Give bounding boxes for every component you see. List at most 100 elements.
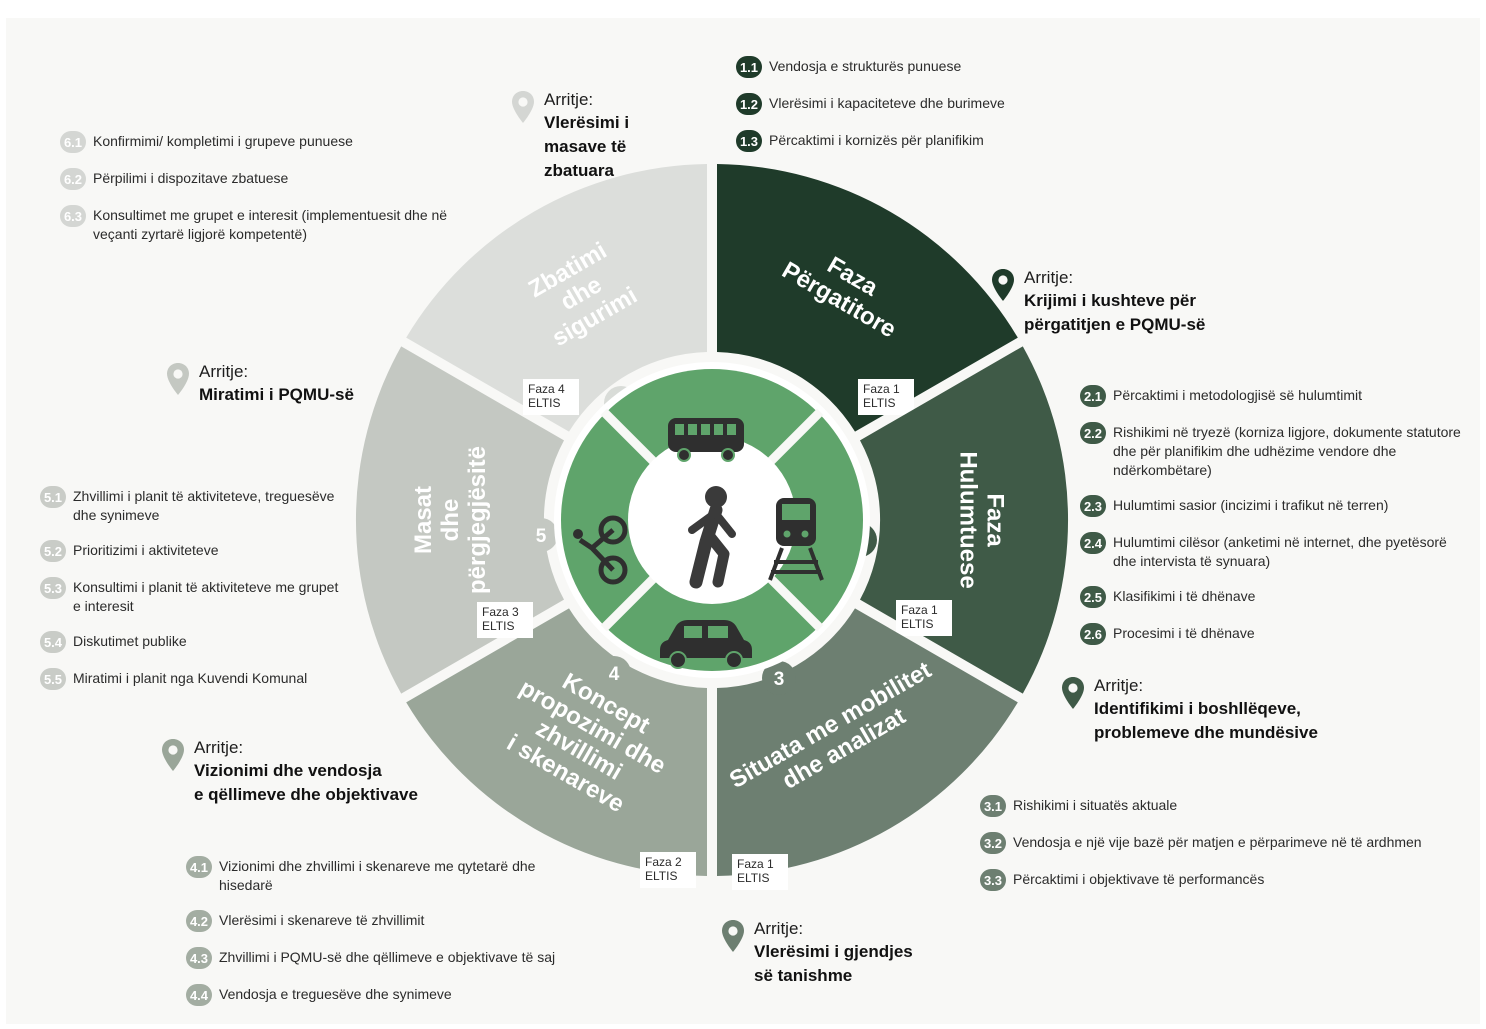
achievement-label: Arritje: [194,738,244,757]
step-text: Vendosja e një vije bazë për matjen e pë… [1013,834,1422,850]
step-number-badge: 6.3 [60,205,86,227]
bus-icon [668,418,744,462]
eltis-label: ELTIS [901,617,933,631]
phase-title-line: dhe [437,499,464,542]
phase-title-line: Faza [982,493,1009,547]
achievement-title: Vizionimi dhe vendosja e qëllimeve dhe o… [194,761,418,804]
step-number-badge: 5.3 [40,577,66,599]
step-number-badge: 1.3 [736,130,762,152]
step-number-badge: 3.2 [980,832,1006,854]
step-item: 2.5 Klasifikimi i të dhënave [1080,586,1465,608]
step-number-badge: 5.5 [40,668,66,690]
step-text: Zhvillimi i planit të aktiviteteve, treg… [73,488,335,523]
step-item: 5.1 Zhvillimi i planit të aktiviteteve, t… [40,486,340,525]
achievement-phase-2: Arritje: Identifikimi i boshllëqeve, prob… [1060,674,1318,745]
step-item: 3.3 Përcaktimi i objektivave të performan… [980,869,1460,891]
location-pin-icon [1062,677,1084,709]
achievement-title: Vlerësimi i gjendjes së tanishme [754,942,913,985]
eltis-label: Faza 1 [863,382,900,396]
step-number-badge: 5.4 [40,631,66,653]
step-number-badge: 3.3 [980,869,1006,891]
location-pin-icon [722,920,744,952]
step-item: 5.4 Diskutimet publike [40,631,340,653]
achievement-label: Arritje: [1094,676,1144,695]
step-text: Vendosja e strukturës punuese [769,58,962,74]
phase-number: 3 [774,669,785,690]
step-text: Përcaktimi i objektivave të performancës [1013,871,1265,887]
eltis-label: ELTIS [737,871,769,885]
phase-title: FazaHulumtuese [955,451,1009,588]
step-number-badge: 6.2 [60,168,86,190]
eltis-label: Faza 3 [482,605,519,619]
step-text: Vendosja e treguesëve dhe synimeve [219,986,452,1002]
step-number-badge: 4.2 [186,910,212,932]
achievement-label: Arritje: [199,362,249,381]
step-text: Vizionimi dhe zhvillimi i skenareve me q… [219,858,536,893]
step-item: 4.1 Vizionimi dhe zhvillimi i skenareve m… [186,856,586,895]
step-item: 3.2 Vendosja e një vije bazë për matjen e… [980,832,1460,854]
step-item: 4.3 Zhvillimi i PQMU-së dhe qëllimeve e o… [186,947,586,969]
step-text: Vlerësimi i skenareve të zhvillimit [219,912,425,928]
achievement-label: Arritje: [1024,268,1074,287]
step-number-badge: 5.1 [40,486,66,508]
step-text: Zhvillimi i PQMU-së dhe qëllimeve e obje… [219,949,556,965]
step-text: Klasifikimi i të dhënave [1113,588,1256,604]
step-number-badge: 2.4 [1080,532,1106,554]
phase-title-line: Hulumtuese [955,451,982,588]
achievement-title: Identifikimi i boshllëqeve, problemeve d… [1094,699,1318,742]
achievement-phase-3: Arritje: Vlerësimi i gjendjes së tanishme [720,917,913,988]
step-number-badge: 4.1 [186,856,212,878]
step-text: Vlerësimi i kapaciteteve dhe burimeve [769,95,1005,111]
phase-number: 4 [609,664,620,685]
step-text: Konsultimet me grupet e interesit (imple… [93,207,448,242]
phase-number-badge: 4 [597,656,631,690]
step-item: 1.3 Përcaktimi i kornizës për planifikim [736,130,1066,152]
step-text: Konsultimi i planit të aktiviteteve me g… [73,579,339,614]
bicycle-icon [573,515,628,585]
phase-title: Masatdhepërgjegjësitë [410,446,491,594]
step-text: Përcaktimi i metodologjisë së hulumtimit [1113,387,1362,403]
steps-phase-4: 4.1 Vizionimi dhe zhvillimi i skenareve m… [186,856,586,1022]
phase-number: 5 [536,526,547,547]
eltis-label: Faza 1 [737,857,774,871]
step-text: Konfirmimi/ kompletimi i grupeve punuese [93,133,353,149]
step-number-badge: 2.5 [1080,586,1106,608]
achievement-phase-6: Arritje:Vlerësimi i masave të zbatuara [510,88,629,183]
step-text: Hulumtimi cilësor (anketimi në internet,… [1113,534,1447,569]
achievement-label: Arritje: [754,919,804,938]
step-text: Diskutimet publike [73,633,187,649]
eltis-label: ELTIS [863,396,895,410]
step-text: Hulumtimi sasior (incizimi i trafikut në… [1113,497,1389,513]
achievement-phase-4: Arritje: Vizionimi dhe vendosja e qëllime… [160,736,418,807]
eltis-label: ELTIS [528,396,560,410]
step-item: 2.4 Hulumtimi cilësor (anketimi në intern… [1080,532,1465,571]
achievement-phase-5: Arritje:Miratimi i PQMU-së [165,360,354,407]
step-number-badge: 5.2 [40,540,66,562]
phase-4-segment: Konceptpropozimi dhezhvillimii skenareve… [406,608,707,888]
eltis-label: Faza 4 [528,382,565,396]
phase-number-badge: 3 [762,661,796,695]
step-text: Rishikimi i situatës aktuale [1013,797,1178,813]
steps-phase-3: 3.1 Rishikimi i situatës aktuale 3.2 Vendos… [980,795,1460,907]
step-text: Përcaktimi i kornizës për planifikim [769,132,984,148]
location-pin-icon [992,269,1014,301]
achievement-label: Arritje: [544,90,594,109]
step-number-badge: 4.3 [186,947,212,969]
step-item: 4.2 Vlerësimi i skenareve të zhvillimit [186,910,586,932]
step-number-badge: 3.1 [980,795,1006,817]
